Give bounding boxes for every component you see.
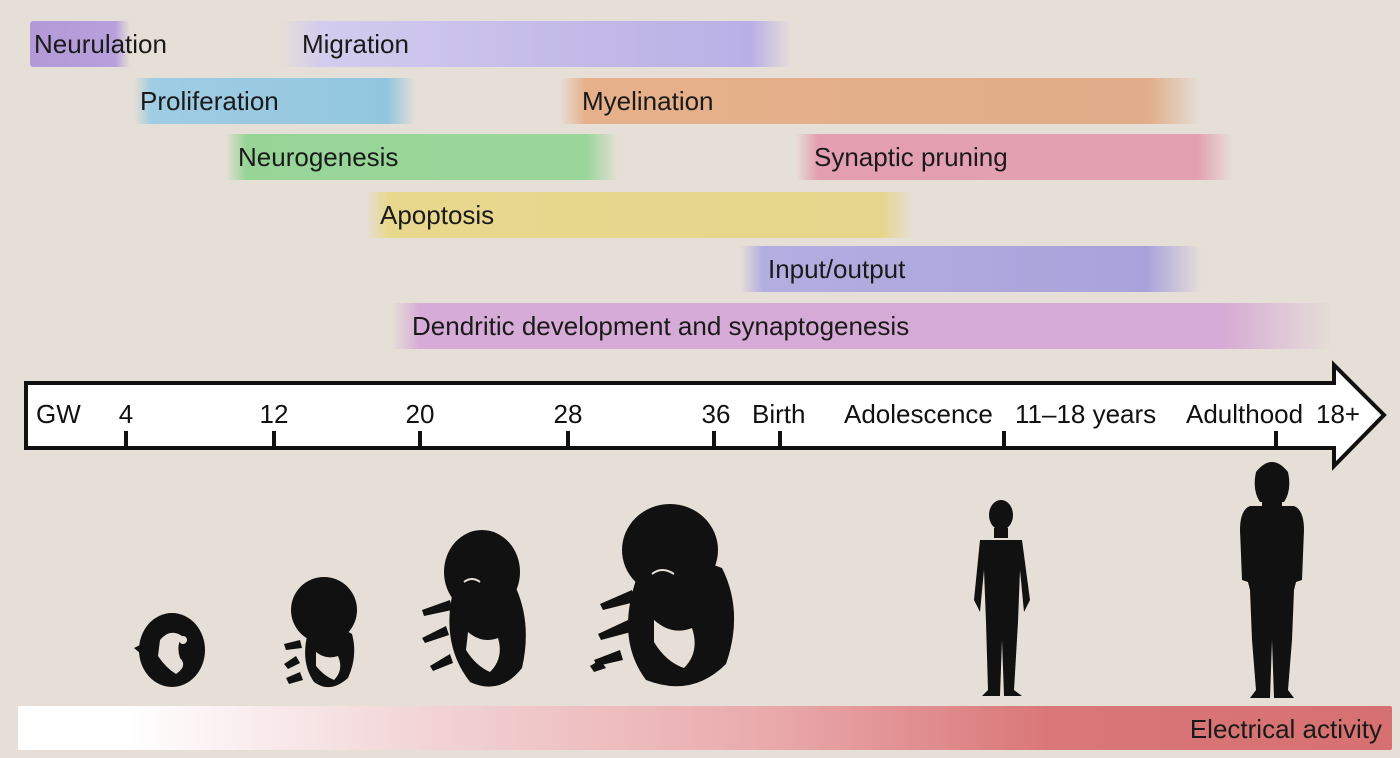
tick-label: 4 bbox=[119, 399, 133, 429]
embryo-icon bbox=[134, 613, 205, 687]
fetus-icon bbox=[284, 577, 357, 688]
bar-neurogenesis: Neurogenesis bbox=[226, 134, 618, 180]
tick-label: 28 bbox=[554, 399, 583, 429]
bar-input-output: Input/output bbox=[740, 246, 1202, 292]
bar-label: Neurogenesis bbox=[238, 141, 399, 172]
adolescent-icon bbox=[974, 500, 1030, 696]
bar-proliferation: Proliferation bbox=[134, 78, 416, 124]
tick-label: 20 bbox=[406, 399, 435, 429]
fetus-icon bbox=[590, 504, 735, 687]
timeline-ticks bbox=[124, 431, 1278, 448]
bar-label: Input/output bbox=[768, 253, 906, 284]
bar-label: Dendritic development and synaptogenesis bbox=[412, 310, 910, 341]
bar-neurulation: Neurulation bbox=[30, 21, 167, 67]
electrical-activity-bar: Electrical activity bbox=[18, 706, 1392, 750]
bar-dendritic-development: Dendritic development and synaptogenesis bbox=[392, 303, 1334, 349]
bar-label: Proliferation bbox=[140, 85, 279, 116]
tick-label: 11–18 years bbox=[1015, 399, 1156, 429]
bar-label: Myelination bbox=[582, 85, 714, 116]
bar-label: Migration bbox=[302, 28, 409, 59]
bar-migration: Migration bbox=[280, 21, 792, 67]
bar-apoptosis: Apoptosis bbox=[366, 192, 914, 238]
tick-label: Adolescence bbox=[844, 399, 993, 429]
electrical-activity-label: Electrical activity bbox=[1189, 714, 1382, 744]
bar-label: Neurulation bbox=[34, 28, 167, 59]
tick-label: 36 bbox=[702, 399, 731, 429]
bar-label: Synaptic pruning bbox=[814, 141, 1008, 172]
tick-label: Birth bbox=[752, 399, 805, 429]
timeline-arrow bbox=[24, 360, 1387, 471]
bar-label: Apoptosis bbox=[380, 199, 495, 230]
tick-label: 12 bbox=[260, 399, 289, 429]
tick-label: 18+ bbox=[1316, 399, 1360, 429]
bar-synaptic-pruning: Synaptic pruning bbox=[796, 134, 1232, 180]
tick-label: Adulthood bbox=[1186, 399, 1303, 429]
bar-myelination: Myelination bbox=[560, 78, 1200, 124]
timeline-unit-label: GW bbox=[36, 399, 81, 429]
adult-icon bbox=[1240, 462, 1304, 698]
fetus-icon bbox=[422, 530, 526, 687]
